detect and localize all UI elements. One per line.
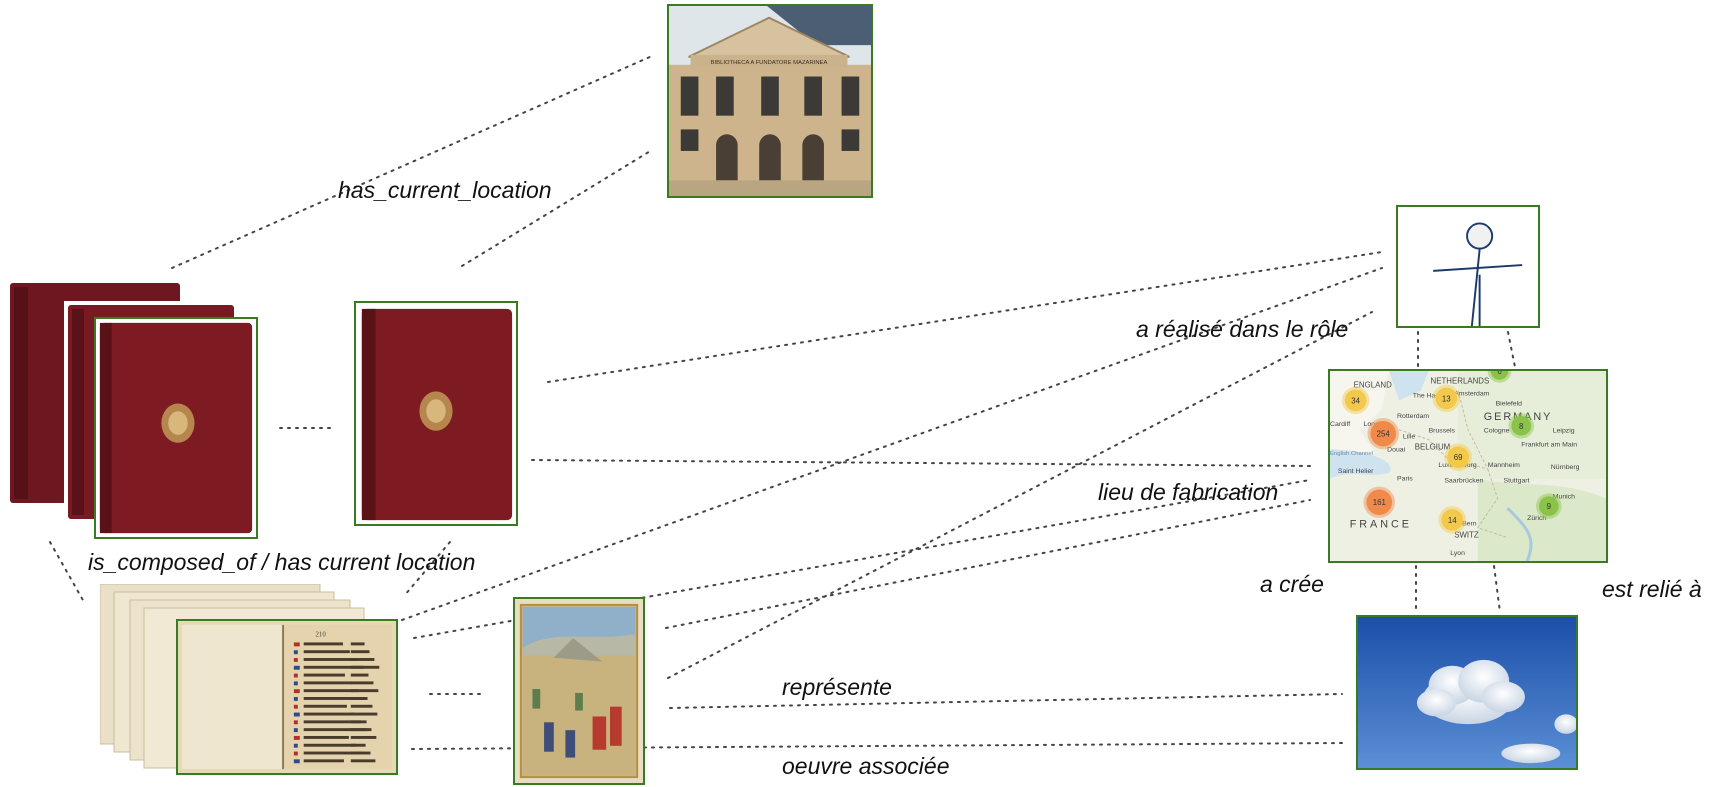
manuscript-page-icon: 210 [176,619,398,775]
map-cluster-count: 69 [1454,453,1463,462]
label-has-current-location: has_current_location [338,177,552,203]
svg-text:Mannheim: Mannheim [1488,462,1520,469]
label-a-cree: a crée [1260,571,1324,597]
link-book-to-building [461,149,653,267]
building-inscription: BIBLIOTHECA A FUNDATORE MAZARINEA [711,60,828,66]
label-oeuvre-associee: oeuvre associée [782,753,950,779]
map-cluster-count: 254 [1377,430,1391,439]
map-cluster-marker[interactable]: 6 [1487,371,1512,383]
map-cluster-marker[interactable]: 9 [1536,493,1562,519]
svg-text:Douai: Douai [1387,446,1405,453]
svg-text:Cardiff: Cardiff [1330,421,1350,428]
cloud-sky-photo [1356,615,1578,770]
svg-text:The Hague: The Hague [1413,392,1447,399]
link-miniature-to-cloud [669,693,1343,709]
label-a-realise: a réalisé dans le rôle [1136,316,1349,342]
svg-text:Lille: Lille [1403,434,1415,441]
map-cluster-count: 13 [1442,394,1451,403]
svg-text:Rotterdam: Rotterdam [1397,413,1429,420]
map-cluster-marker[interactable]: 14 [1438,506,1467,534]
label-est-relie: est relié à [1602,576,1702,602]
map-cluster-count: 34 [1351,396,1360,405]
svg-text:Zürich: Zürich [1527,515,1546,522]
map-place-france: FRANCE [1350,519,1412,531]
svg-text:Saarbrücken: Saarbrücken [1444,478,1483,485]
svg-text:Leipzig: Leipzig [1553,428,1575,435]
book-cover-front [94,317,258,539]
link-person-to-map-2 [1507,331,1517,373]
svg-text:Cologne: Cologne [1484,428,1510,435]
map-cluster-marker[interactable]: 13 [1432,384,1461,413]
miniature-painting-icon [513,597,645,785]
svg-text:Amsterdam: Amsterdam [1454,391,1489,398]
volume-stack [10,283,260,539]
map-cluster-count: 9 [1547,502,1551,511]
page-text-lines [293,642,380,764]
link-book-to-person-1 [547,251,1383,383]
svg-text:Brussels: Brussels [1429,428,1456,435]
map-cluster-marker[interactable]: 69 [1444,443,1472,471]
manuscript-pages-stack: 210 [100,584,400,775]
svg-text:Nürnberg: Nürnberg [1551,464,1580,471]
book-cover-icon [354,301,518,526]
map-cluster-count: 161 [1373,498,1386,507]
map-place-belgium: BELGIUM [1415,442,1450,451]
svg-text:Stuttgart: Stuttgart [1503,478,1529,485]
map-clusters: ENGLAND NETHERLANDS The Hague Amsterdam … [1328,369,1608,563]
svg-text:Frankfurt am Main: Frankfurt am Main [1521,441,1577,448]
map-cluster-count: 8 [1519,422,1524,431]
building-photo: BIBLIOTHECA A FUNDATORE MAZARINEA [667,4,873,198]
person-stick-figure-icon [1396,205,1540,328]
link-pages-to-cloud [411,742,1345,750]
svg-text:Paris: Paris [1397,476,1413,483]
label-lieu-fabrication: lieu de fabrication [1098,479,1279,505]
map-cluster-layer: 34 13 6 254 8 69 161 14 9 [1341,371,1562,534]
link-stack-to-building [171,55,653,269]
label-represente: représente [782,674,892,700]
link-stack-to-pages [49,541,85,603]
map-cluster-marker[interactable]: 8 [1508,413,1535,439]
label-is-composed-of: is_composed_of / has current location [88,549,476,575]
map-cluster-count: 14 [1448,516,1457,525]
svg-text:Lyon: Lyon [1450,550,1465,557]
map-cluster-count: 6 [1497,371,1502,376]
map-cluster-marker[interactable]: 254 [1367,418,1399,450]
map-cluster-marker[interactable]: 161 [1363,486,1396,518]
map-cluster-marker[interactable]: 34 [1341,386,1370,415]
map-place-netherlands: NETHERLANDS [1431,377,1490,386]
page-folio-number: 210 [315,632,326,639]
svg-text:Saint Helier: Saint Helier [1338,468,1374,475]
svg-text:Bielefeld: Bielefeld [1496,400,1523,407]
link-pages-to-person [401,267,1383,621]
link-map-to-cloud-2 [1493,565,1501,613]
svg-text:SWITZ: SWITZ [1454,531,1479,540]
svg-text:Bern: Bern [1462,521,1477,528]
map-place-england: ENGLAND [1354,381,1392,390]
link-miniature-to-map [665,499,1311,629]
svg-text:Munich: Munich [1553,493,1575,500]
svg-text:English Channel: English Channel [1330,451,1373,457]
link-book-to-map [531,459,1311,467]
